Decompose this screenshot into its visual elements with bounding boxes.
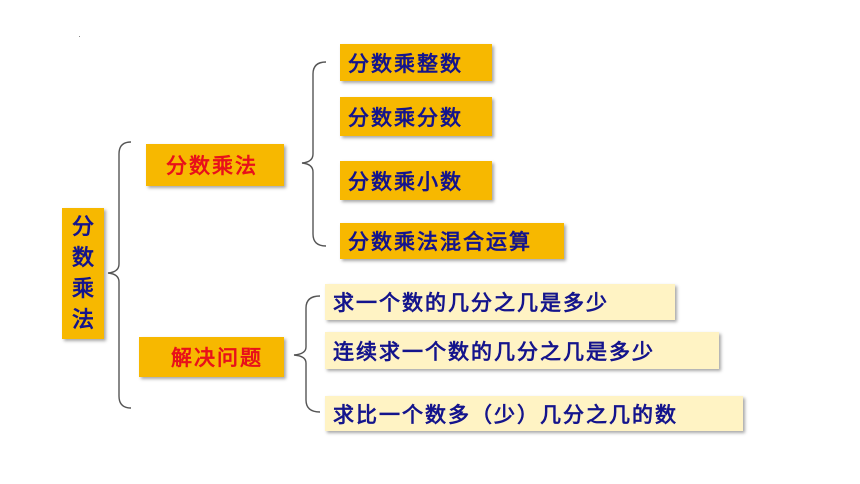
leaf-node: 求比一个数多（少）几分之几的数 — [325, 396, 743, 431]
root-node: 分 数 乘 法 — [62, 208, 104, 339]
leaf-node: 连续求一个数的几分之几是多少 — [325, 332, 719, 369]
branch-label: 解决问题 — [171, 346, 263, 370]
leaf-label: 求一个数的几分之几是多少 — [333, 291, 609, 315]
leaf-node: 求一个数的几分之几是多少 — [325, 284, 675, 320]
leaf-label: 分数乘分数 — [348, 105, 463, 130]
leaf-label: 分数乘整数 — [348, 51, 463, 76]
leaf-label: 分数乘小数 — [348, 169, 463, 194]
root-char: 分 — [71, 214, 94, 240]
leaf-node: 分数乘小数 — [340, 161, 492, 200]
leaf-node: 分数乘整数 — [340, 44, 492, 81]
leaf-node: 分数乘分数 — [340, 97, 492, 136]
stray-dot — [79, 36, 80, 37]
branch-1-bracket — [301, 61, 327, 247]
branch-node-multiplication: 分数乘法 — [146, 144, 284, 186]
branch-label: 分数乘法 — [166, 154, 258, 178]
leaf-node: 分数乘法混合运算 — [340, 223, 564, 259]
root-char: 法 — [71, 307, 94, 333]
root-bracket — [107, 141, 132, 409]
branch-2-bracket — [293, 295, 321, 413]
branch-node-problem-solving: 解决问题 — [139, 337, 284, 377]
leaf-label: 连续求一个数的几分之几是多少 — [333, 339, 655, 364]
root-char: 数 — [71, 245, 94, 271]
root-char: 乘 — [71, 276, 94, 302]
leaf-label: 求比一个数多（少）几分之几的数 — [333, 402, 678, 427]
leaf-label: 分数乘法混合运算 — [348, 230, 532, 254]
